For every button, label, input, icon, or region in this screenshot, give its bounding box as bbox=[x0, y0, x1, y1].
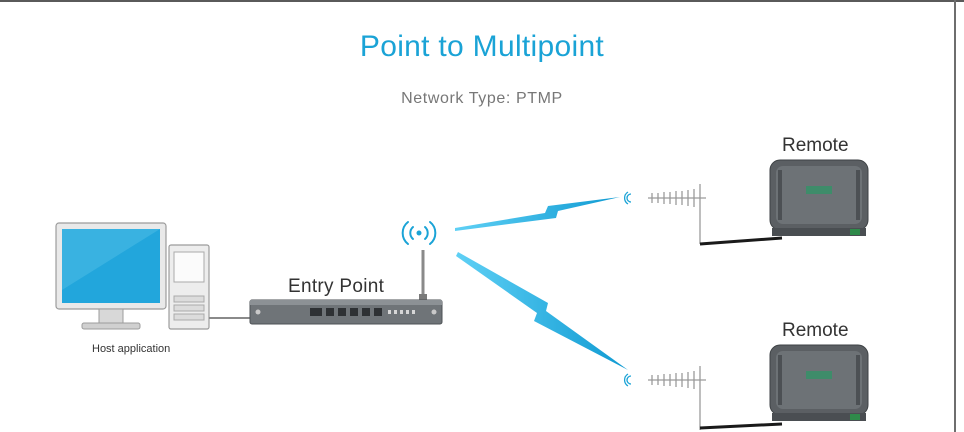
yagi-antenna-icon bbox=[625, 366, 706, 430]
wireless-link-remote-2 bbox=[456, 252, 628, 370]
monitor-icon bbox=[56, 223, 166, 329]
remote-radio-device-1 bbox=[770, 160, 868, 236]
remote-2-cable bbox=[700, 424, 782, 428]
wireless-link-remote-1 bbox=[455, 197, 620, 231]
remote-1-cable bbox=[700, 238, 782, 244]
remote-1-label: Remote bbox=[782, 135, 849, 157]
remote-radio-device-2 bbox=[770, 345, 868, 421]
host-application-label: Host application bbox=[92, 343, 170, 355]
remote-2-label: Remote bbox=[782, 320, 849, 342]
entry-point-label: Entry Point bbox=[288, 276, 384, 298]
computer-tower-icon bbox=[169, 245, 209, 329]
wifi-signal-icon bbox=[403, 222, 436, 244]
yagi-antenna-icon bbox=[625, 184, 706, 244]
